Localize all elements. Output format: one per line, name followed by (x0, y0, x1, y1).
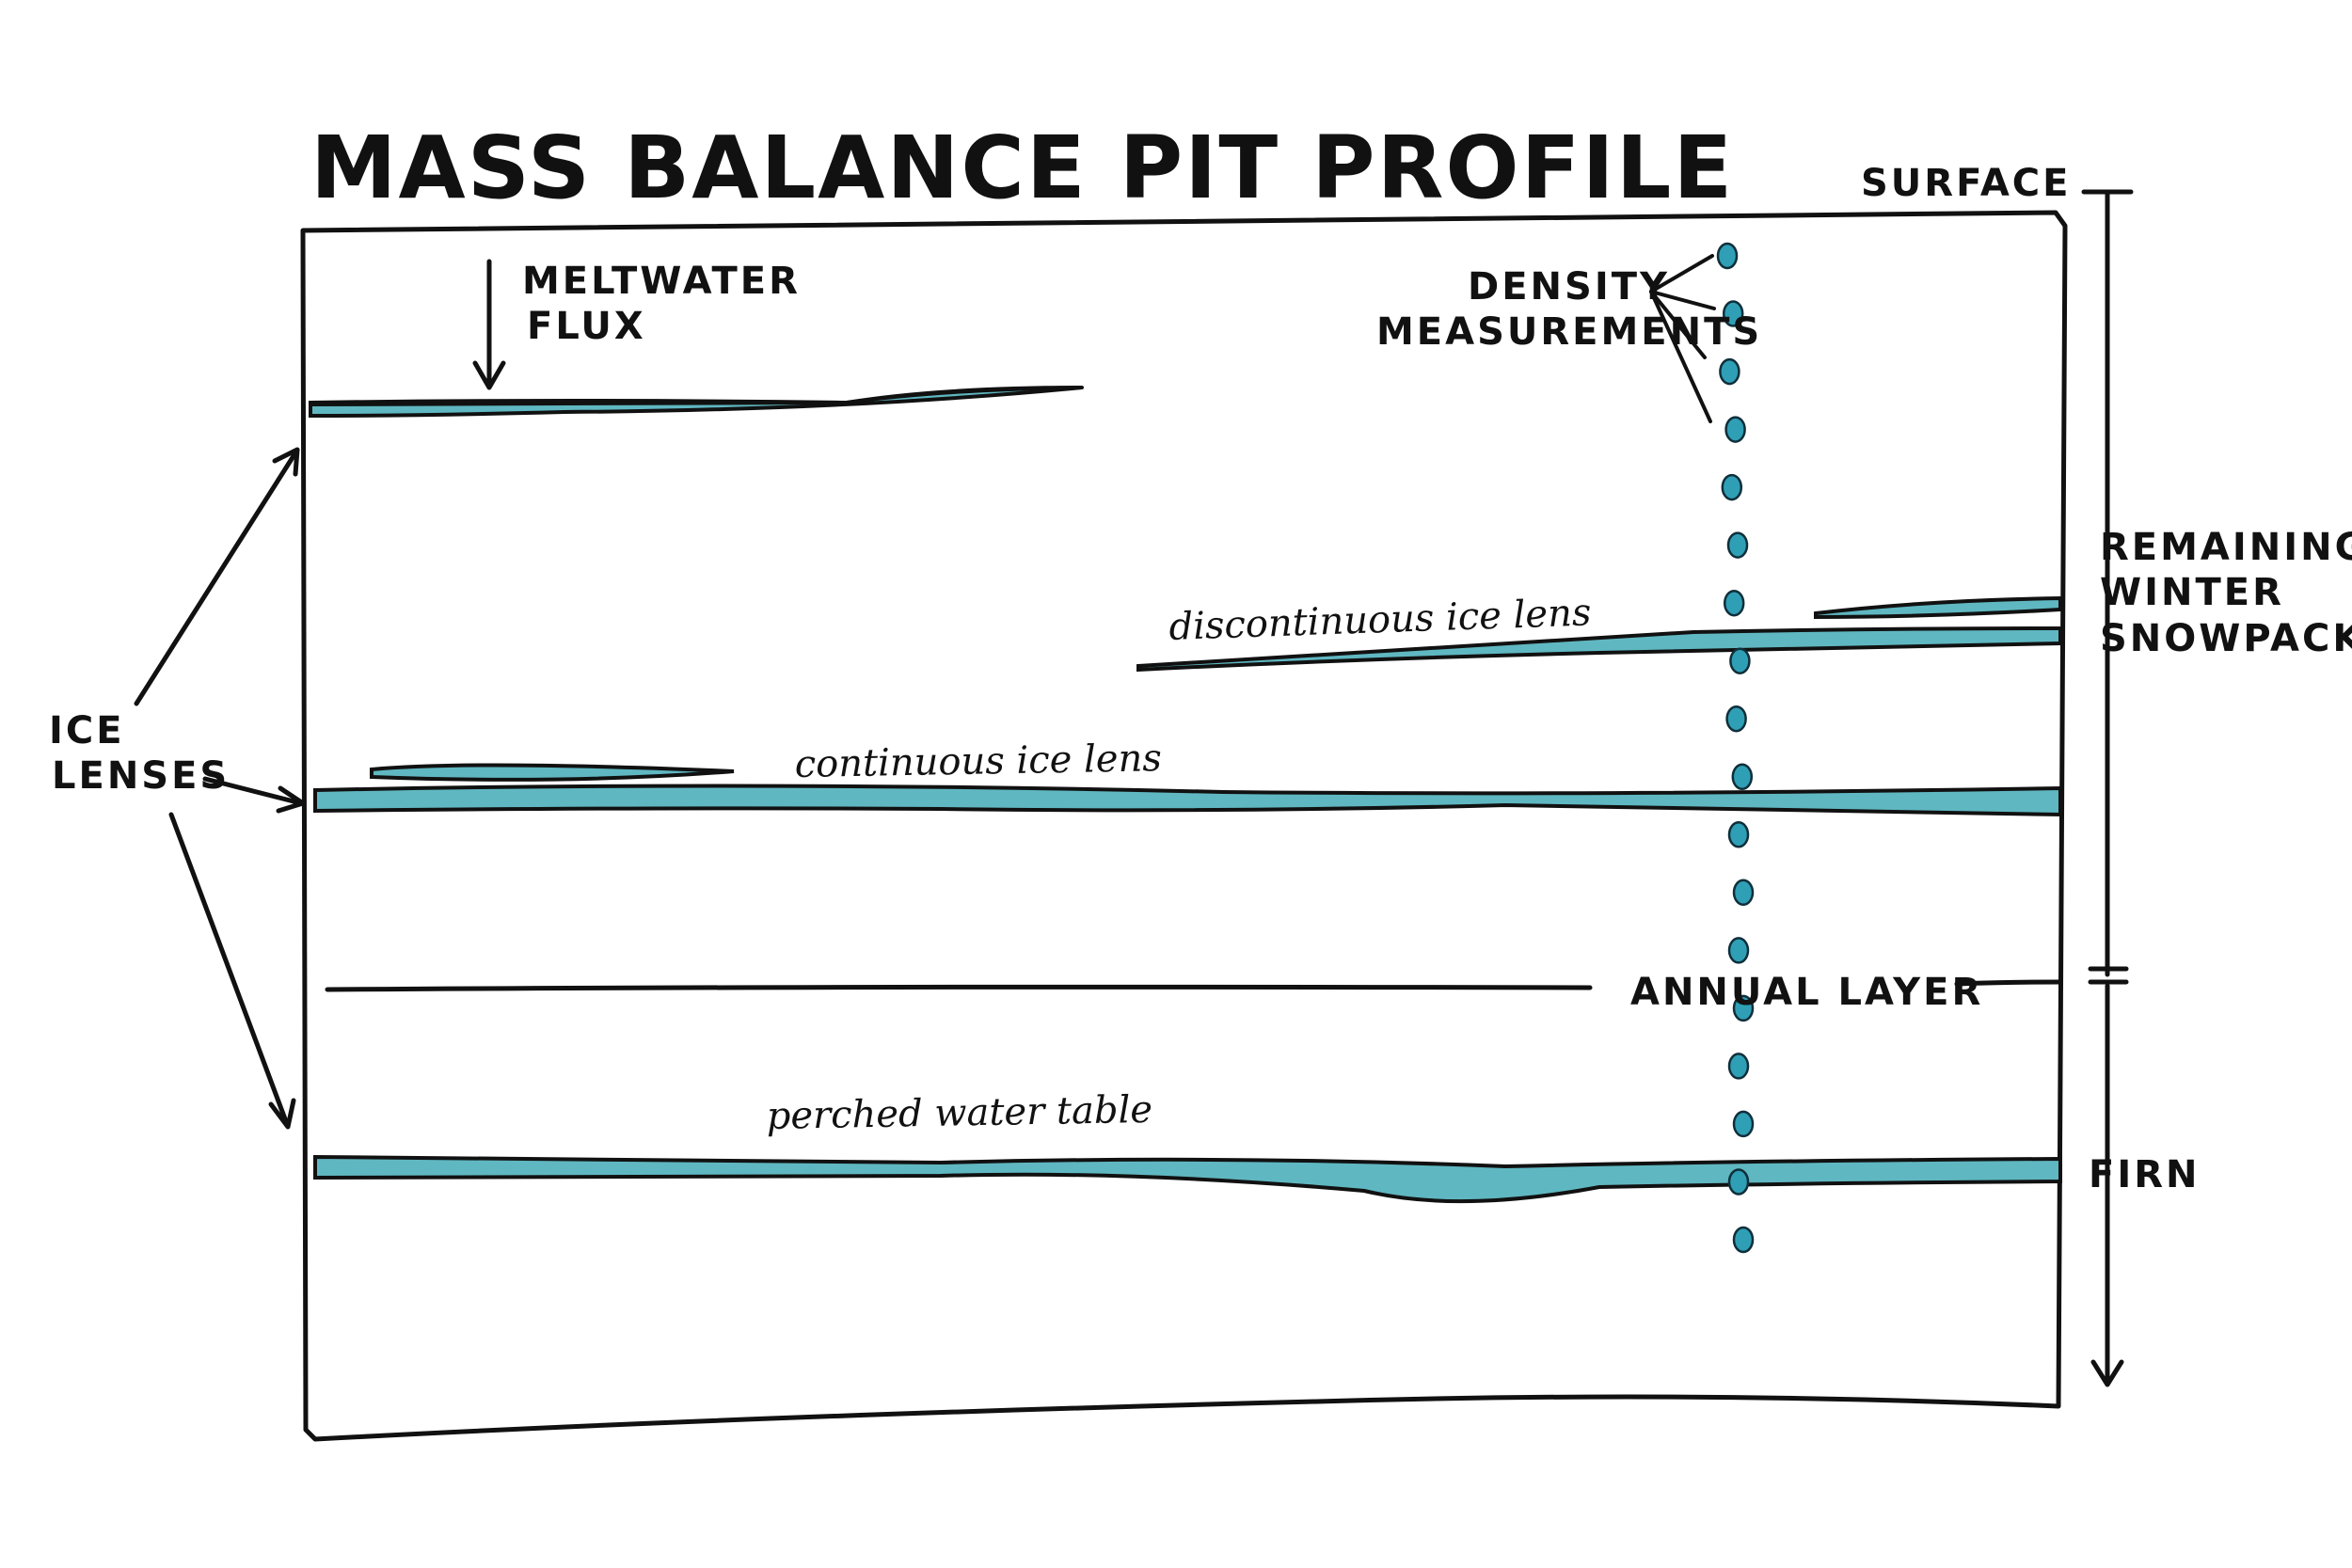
density-measurement-point (1719, 357, 1740, 386)
density-measurement-dots (1716, 242, 1755, 1254)
discontinuous-ice-lens (1136, 626, 2062, 673)
continuous-ice-lens-upper (370, 763, 735, 782)
density-measurement-point (1721, 473, 1743, 501)
density-measurement-point (1727, 821, 1750, 848)
density-measurement-point (1727, 1053, 1750, 1080)
density-measurement-point (1716, 242, 1739, 270)
ice-lenses-label-2: LENSES (52, 754, 230, 798)
discontinuous-ice-lens-upper (1814, 595, 2062, 620)
annual-layer-line-right (1954, 979, 2063, 987)
ice-lenses-arrows (134, 447, 306, 1130)
density-label-2: MEASUREMENTS (1376, 310, 1762, 354)
density-measurement-point (1732, 994, 1755, 1022)
density-measurement-point (1732, 1226, 1755, 1254)
perched-water-table (313, 1154, 2062, 1204)
meltwater-flux-label-2: FLUX (527, 305, 646, 348)
density-pointer-lines (1649, 254, 1716, 423)
remaining-label-1: REMAINING (2100, 526, 2352, 569)
annual-layer-label: ANNUAL LAYER (1630, 971, 1983, 1014)
density-label-1: DENSITY (1468, 265, 1670, 309)
density-measurement-point (1723, 589, 1745, 617)
perched-water-table-label: perched water table (766, 1088, 1152, 1138)
continuous-lens-label: continuous ice lens (794, 736, 1162, 786)
annual-layer-line-left (325, 984, 1593, 992)
density-measurement-point (1731, 763, 1754, 791)
surface-label: SURFACE (1861, 162, 2071, 205)
snow-pit (300, 210, 2068, 1442)
density-measurement-point (1732, 879, 1755, 907)
diagram-title: MASS BALANCE PIT PROFILE (310, 118, 1734, 218)
density-measurement-point (1724, 416, 1746, 443)
continuous-ice-lens (313, 784, 2062, 817)
depth-scale (2081, 189, 2134, 1387)
density-measurement-point (1722, 300, 1744, 327)
density-measurement-point (1732, 1110, 1755, 1138)
density-measurement-point (1725, 705, 1747, 733)
ice-lenses-label-1: ICE (49, 709, 125, 752)
firn-label: FIRN (2089, 1153, 2200, 1196)
density-measurement-point (1729, 647, 1751, 674)
remaining-label-3: SNOWPACK (2100, 617, 2352, 660)
density-measurement-point (1727, 1168, 1750, 1196)
meltwater-flux-label-1: MELTWATER (522, 260, 801, 303)
density-measurement-point (1726, 531, 1749, 559)
density-measurement-point (1727, 937, 1750, 964)
remaining-label-2: WINTER (2100, 571, 2284, 614)
